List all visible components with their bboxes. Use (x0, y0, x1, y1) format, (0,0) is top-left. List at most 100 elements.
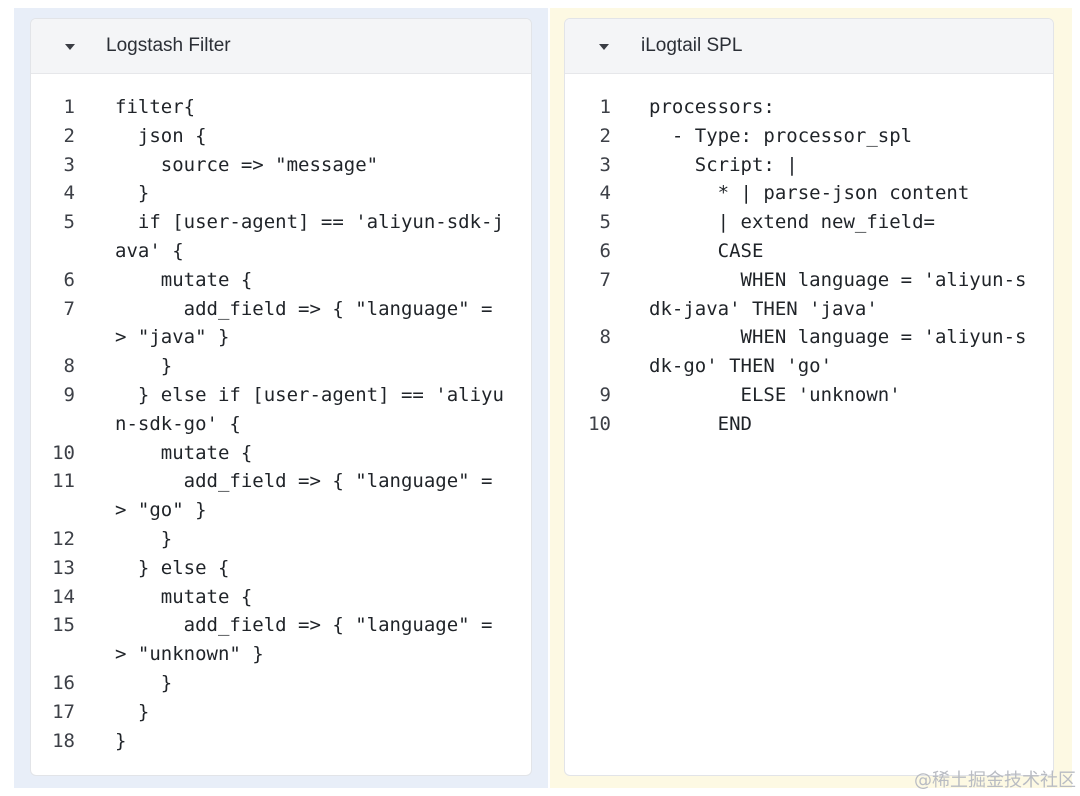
chevron-down-icon[interactable] (65, 44, 75, 50)
code-line: > "go" } (31, 496, 531, 525)
line-text: add_field => { "language" = (115, 297, 493, 320)
code-line: 9 ELSE 'unknown' (565, 381, 1053, 410)
line-text: Script: | (649, 153, 798, 176)
line-number: 12 (52, 527, 75, 550)
code-line: 6 mutate { (31, 266, 531, 295)
right-pane-background: iLogtail SPL 1 processors: 2 - Type: proce… (550, 8, 1072, 788)
line-text: dk-java' THEN 'java' (649, 297, 878, 320)
code-line: 5 if [user-agent] == 'aliyun-sdk-j (31, 208, 531, 237)
code-line: 2 json { (31, 122, 531, 151)
code-line: 11 add_field => { "language" = (31, 467, 531, 496)
line-number: 7 (63, 297, 75, 320)
code-line: 10 END (565, 410, 1053, 439)
code-line: 13 } else { (31, 554, 531, 583)
line-text: > "java" } (115, 326, 230, 349)
code-line: ava' { (31, 237, 531, 266)
code-line: > "unknown" } (31, 640, 531, 669)
line-text: n-sdk-go' { (115, 412, 241, 435)
code-line: 15 add_field => { "language" = (31, 611, 531, 640)
code-line: 4 } (31, 179, 531, 208)
left-pane-background: Logstash Filter 1 filter{ 2 json {3 source… (14, 8, 548, 788)
line-number: 3 (63, 153, 75, 176)
line-number: 4 (599, 182, 611, 205)
line-text: if [user-agent] == 'aliyun-sdk-j (115, 211, 504, 234)
line-number: 8 (63, 355, 75, 378)
line-number: 6 (63, 268, 75, 291)
logstash-filter-panel: Logstash Filter 1 filter{ 2 json {3 source… (30, 18, 532, 776)
code-line: 18} (31, 727, 531, 756)
chevron-down-icon[interactable] (599, 44, 609, 50)
line-text: | extend new_field= (649, 211, 935, 234)
line-text: processors: (649, 96, 775, 118)
code-line: 8 } (31, 352, 531, 381)
line-number: 5 (63, 211, 75, 234)
code-line: 10 mutate { (31, 439, 531, 468)
line-text: * | parse-json content (649, 182, 970, 205)
line-number: 8 (599, 326, 611, 349)
line-number: 13 (52, 556, 75, 579)
line-number: 17 (52, 700, 75, 723)
line-number: 5 (599, 211, 611, 234)
line-number: 10 (588, 412, 611, 435)
code-line: 9 } else if [user-agent] == 'aliyu (31, 381, 531, 410)
line-number: 4 (63, 182, 75, 205)
code-line: dk-java' THEN 'java' (565, 295, 1053, 324)
code-line: 1 processors: (565, 93, 1053, 122)
line-text: WHEN language = 'aliyun-s (649, 268, 1027, 291)
line-text: } (115, 527, 173, 550)
line-number: 14 (52, 585, 75, 608)
line-number: 1 (63, 96, 75, 118)
line-text: add_field => { "language" = (115, 470, 493, 493)
line-text: mutate { (115, 585, 253, 608)
line-text: mutate { (115, 268, 253, 291)
line-number: 6 (599, 239, 611, 262)
line-text: json { (115, 124, 207, 147)
code-line: 7 add_field => { "language" = (31, 295, 531, 324)
line-number: 11 (52, 470, 75, 493)
line-text: } (115, 671, 173, 694)
code-line: 17 } (31, 698, 531, 727)
line-text: dk-go' THEN 'go' (649, 355, 833, 378)
line-text: } (115, 729, 127, 752)
code-line: n-sdk-go' { (31, 410, 531, 439)
panel-header[interactable]: Logstash Filter (31, 19, 531, 74)
line-text: WHEN language = 'aliyun-s (649, 326, 1027, 349)
code-line: 1 filter{ (31, 93, 531, 122)
line-number: 9 (63, 383, 75, 406)
line-number: 7 (599, 268, 611, 291)
line-number: 16 (52, 671, 75, 694)
code-line: 7 WHEN language = 'aliyun-s (565, 266, 1053, 295)
line-text: } else { (115, 556, 230, 579)
line-number: 10 (52, 441, 75, 464)
code-line: 6 CASE (565, 237, 1053, 266)
code-line: 3 source => "message" (31, 151, 531, 180)
line-text: add_field => { "language" = (115, 614, 493, 637)
line-text: source => "message" (115, 153, 379, 176)
line-text: mutate { (115, 441, 253, 464)
panel-header[interactable]: iLogtail SPL (565, 19, 1053, 74)
code-line: 16 } (31, 669, 531, 698)
code-line: 12 } (31, 525, 531, 554)
line-text: ELSE 'unknown' (649, 383, 901, 406)
watermark: @稀土掘金技术社区 (914, 770, 1076, 791)
line-number: 18 (52, 729, 75, 752)
code-line: 14 mutate { (31, 583, 531, 612)
line-text: > "go" } (115, 499, 207, 522)
code-line: 2 - Type: processor_spl (565, 122, 1053, 151)
line-number: 15 (52, 614, 75, 637)
ilogtail-spl-panel: iLogtail SPL 1 processors: 2 - Type: proce… (564, 18, 1054, 776)
line-text: > "unknown" } (115, 643, 264, 666)
code-line: 5 | extend new_field= (565, 208, 1053, 237)
line-text: CASE (649, 239, 764, 262)
code-line: dk-go' THEN 'go' (565, 352, 1053, 381)
code-line: > "java" } (31, 323, 531, 352)
line-text: filter{ (115, 96, 196, 118)
code-line: 4 * | parse-json content (565, 179, 1053, 208)
panel-title: iLogtail SPL (641, 35, 743, 56)
line-number: 1 (599, 96, 611, 118)
panel-title: Logstash Filter (106, 35, 231, 56)
line-number: 2 (599, 124, 611, 147)
